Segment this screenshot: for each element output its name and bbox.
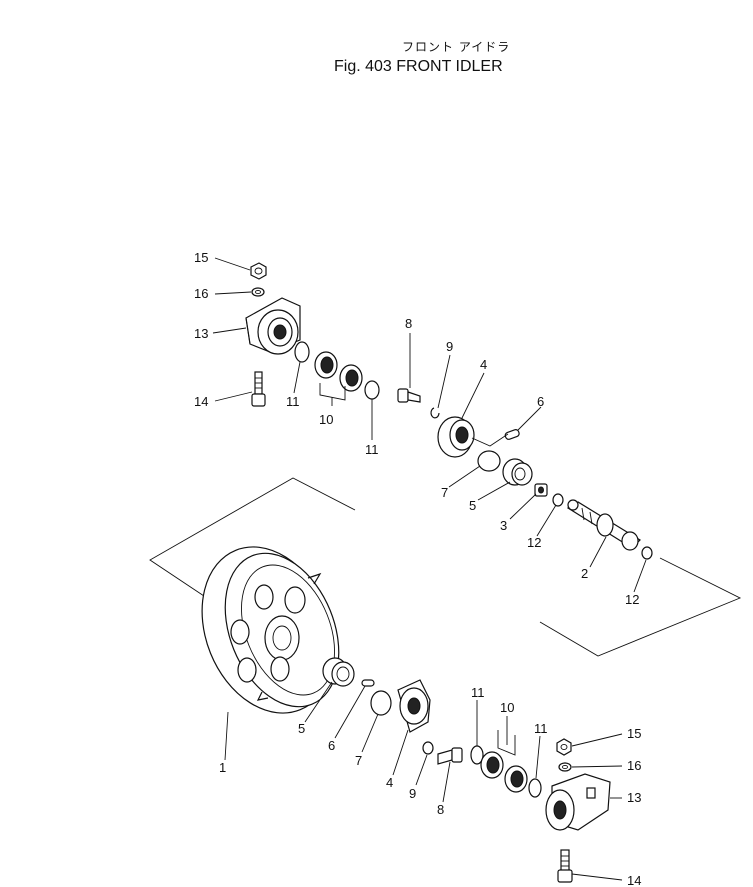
callout-11-lower-b: 11 [534, 721, 548, 736]
callout-8-upper: 8 [405, 316, 412, 331]
callout-9-upper: 9 [446, 339, 453, 354]
part-2-shaft [566, 499, 641, 551]
callout-13-lower: 13 [627, 790, 641, 805]
part-12-oring-lower [641, 546, 653, 560]
callout-15-lower: 15 [627, 726, 641, 741]
callout-2: 2 [581, 566, 588, 581]
callout-12-lower: 12 [625, 592, 639, 607]
figure-title: Fig. 403 FRONT IDLER [334, 58, 503, 75]
callout-16-upper: 16 [194, 286, 208, 301]
callout-14-upper: 14 [194, 394, 208, 409]
leader-lines [212, 257, 647, 881]
callout-7-lower: 7 [355, 753, 362, 768]
callout-16-lower: 16 [627, 758, 641, 773]
callout-8-lower: 8 [437, 802, 444, 817]
callout-9-lower: 9 [409, 786, 416, 801]
part-8-bolt-upper [397, 388, 421, 403]
part-11-oring-upper-b [364, 380, 380, 400]
part-11-oring-upper-a [294, 341, 310, 363]
part-15-nut-lower [556, 738, 572, 756]
callout-5-lower: 5 [298, 721, 305, 736]
part-9-washer-lower [422, 741, 434, 755]
part-16-washer-lower [558, 762, 572, 772]
part-4-cover-upper [437, 416, 475, 458]
part-3-plug [534, 483, 548, 497]
callout-12-upper: 12 [527, 535, 541, 550]
part-4-cover-lower [397, 679, 431, 733]
part-1-idler-wheel [201, 546, 340, 714]
figure-title-japanese: フロント アイドラ [402, 40, 511, 54]
callout-7-upper: 7 [441, 485, 448, 500]
callout-5-upper: 5 [469, 498, 476, 513]
part-16-washer-upper [251, 287, 265, 297]
callout-4-lower: 4 [386, 775, 393, 790]
part-6-pin-upper [471, 429, 520, 447]
part-13-support-lower [545, 773, 611, 831]
part-14-bolt-lower [557, 849, 573, 883]
part-10-floating-seal-lower [480, 751, 528, 793]
callout-11-lower-a: 11 [471, 685, 485, 700]
part-10-floating-seal-upper [314, 351, 363, 392]
part-5-bushing-upper [502, 458, 533, 486]
callout-15-upper: 15 [194, 250, 208, 265]
callout-3: 3 [500, 518, 507, 533]
part-8-bolt-lower [437, 747, 463, 765]
callout-4-upper: 4 [480, 357, 487, 372]
part-14-bolt-upper [251, 371, 266, 407]
part-11-oring-lower-b [528, 778, 542, 798]
part-12-oring-upper [552, 493, 564, 507]
part-13-support-upper [245, 297, 301, 355]
callout-6-upper: 6 [537, 394, 544, 409]
callout-10-lower: 10 [500, 700, 514, 715]
callout-10-upper: 10 [319, 412, 333, 427]
callout-6-lower: 6 [328, 738, 335, 753]
callout-1: 1 [219, 760, 226, 775]
callout-11-upper-a: 11 [286, 394, 300, 409]
part-5-bushing-lower [322, 657, 355, 687]
part-6-pin-lower [361, 679, 375, 687]
callout-11-upper-b: 11 [365, 442, 379, 457]
assembly-outline [149, 477, 742, 657]
part-15-nut-upper [250, 262, 267, 280]
part-7-oring-upper [477, 450, 501, 472]
callout-13-upper: 13 [194, 326, 208, 341]
callout-14-lower: 14 [627, 873, 641, 887]
part-7-oring-lower [370, 690, 392, 716]
callout-labels: 15 16 13 14 11 10 11 8 9 4 6 7 5 3 12 2 … [194, 250, 641, 887]
part-9-washer-upper [430, 407, 440, 419]
